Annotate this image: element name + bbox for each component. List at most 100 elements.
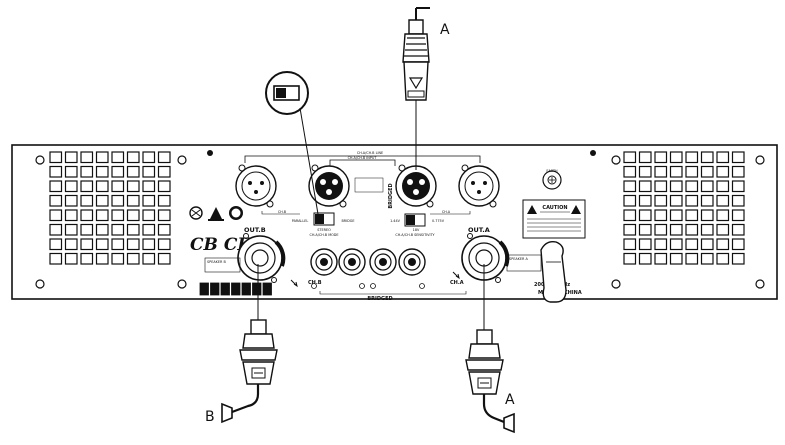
polarity-marker (419, 283, 425, 289)
bridge-label: BRIDGE (341, 219, 354, 223)
input-sub-label: CH.A/CH.B INPUT (348, 156, 378, 160)
vent-slot (669, 238, 683, 251)
vent-slot (731, 165, 745, 178)
label-strip-cell (252, 282, 262, 296)
binding-post[interactable] (369, 248, 397, 276)
callout-a-top: A (440, 22, 450, 38)
bridged-bottom-label: BRIDGED (367, 296, 392, 302)
xlr-male-input-ch-b[interactable] (308, 164, 350, 208)
mount-hole (207, 150, 213, 156)
polarity-marker (359, 283, 365, 289)
vent-slot (49, 165, 63, 178)
vent-slot (95, 209, 109, 222)
sensitivity-left-label: 1.44V (390, 219, 401, 223)
binding-post[interactable] (310, 248, 338, 276)
speakon-output-b[interactable] (237, 233, 286, 283)
vent-slot (126, 238, 140, 251)
vent-slot (111, 209, 125, 222)
vent-slot (700, 209, 714, 222)
vent-slot (700, 252, 714, 265)
vent-slot (157, 209, 171, 222)
vent-slot (80, 180, 94, 193)
vent-slot (126, 209, 140, 222)
vent-slot (111, 194, 125, 207)
vent-slot (142, 151, 156, 164)
xlr-female-input-ch-a[interactable] (458, 164, 500, 208)
input-top-label: CH.A/CH.B LINE (357, 151, 383, 155)
parallel-label: PARALLEL (292, 219, 309, 223)
vent-slot (716, 238, 730, 251)
vent-slot (731, 180, 745, 193)
vent-slot (111, 223, 125, 236)
stereo-label: STEREO (317, 228, 331, 232)
vent-slot (64, 223, 78, 236)
sensitivity-switch[interactable] (404, 213, 426, 227)
binding-post[interactable] (338, 248, 366, 276)
vent-slot (64, 238, 78, 251)
bridged-vertical-label: BRIDGED (388, 183, 394, 208)
vent-slot (142, 209, 156, 222)
vent-slot (716, 209, 730, 222)
vent-slot (111, 238, 125, 251)
ch-b-small-label: CH.B (278, 210, 287, 214)
vent-slot (49, 238, 63, 251)
vent-slot (623, 238, 637, 251)
mount-hole (755, 279, 765, 289)
vent-slot (95, 194, 109, 207)
vent-slot (126, 223, 140, 236)
vent-slot (654, 194, 668, 207)
vent-slot (126, 151, 140, 164)
mode-switch[interactable] (313, 212, 335, 226)
serial-label-strip (199, 282, 272, 296)
vent-slot (700, 238, 714, 251)
binding-posts (310, 248, 426, 289)
vent-slot (64, 252, 78, 265)
vent-slot (64, 180, 78, 193)
vent-slot (111, 180, 125, 193)
xlr-female-input-ch-b[interactable] (235, 164, 277, 208)
label-strip-cell (241, 282, 251, 296)
vent-slot (49, 223, 63, 236)
vent-slot (700, 194, 714, 207)
vent-slot (731, 151, 745, 164)
ventilation-grille-left (49, 151, 171, 265)
vent-slot (685, 194, 699, 207)
vent-slot (623, 252, 637, 265)
mount-hole (177, 155, 187, 165)
vent-slot (623, 209, 637, 222)
vent-slot (49, 194, 63, 207)
callout-a-bottom: A (505, 392, 515, 408)
vent-slot (80, 151, 94, 164)
label-strip-cell (220, 282, 230, 296)
vent-slot (669, 180, 683, 193)
vent-slot (638, 151, 652, 164)
vent-slot (700, 151, 714, 164)
vent-slot (126, 180, 140, 193)
speakon-output-a[interactable] (461, 233, 510, 283)
vent-slot (49, 252, 63, 265)
vent-slot (64, 151, 78, 164)
binding-post[interactable] (398, 248, 426, 276)
mount-hole (590, 150, 596, 156)
vent-slot (638, 223, 652, 236)
vent-slot (669, 209, 683, 222)
vent-slot (685, 165, 699, 178)
mount-hole (35, 155, 45, 165)
xlr-plug-input-a (402, 7, 430, 170)
vent-slot (95, 238, 109, 251)
ce-mark: CB CE (190, 235, 251, 255)
vent-slot (157, 252, 171, 265)
vent-slot (654, 151, 668, 164)
vent-slot (685, 209, 699, 222)
safety-mark-icon (208, 207, 224, 221)
speakon-plug-a (465, 264, 515, 434)
vent-slot (623, 194, 637, 207)
vent-slot (638, 209, 652, 222)
vent-slot (80, 223, 94, 236)
xlr-male-input-ch-a[interactable] (395, 164, 437, 208)
power-cord-strain-relief (540, 240, 567, 303)
mount-hole (35, 279, 45, 289)
mount-hole (611, 279, 621, 289)
vent-slot (685, 180, 699, 193)
vent-slot (669, 223, 683, 236)
